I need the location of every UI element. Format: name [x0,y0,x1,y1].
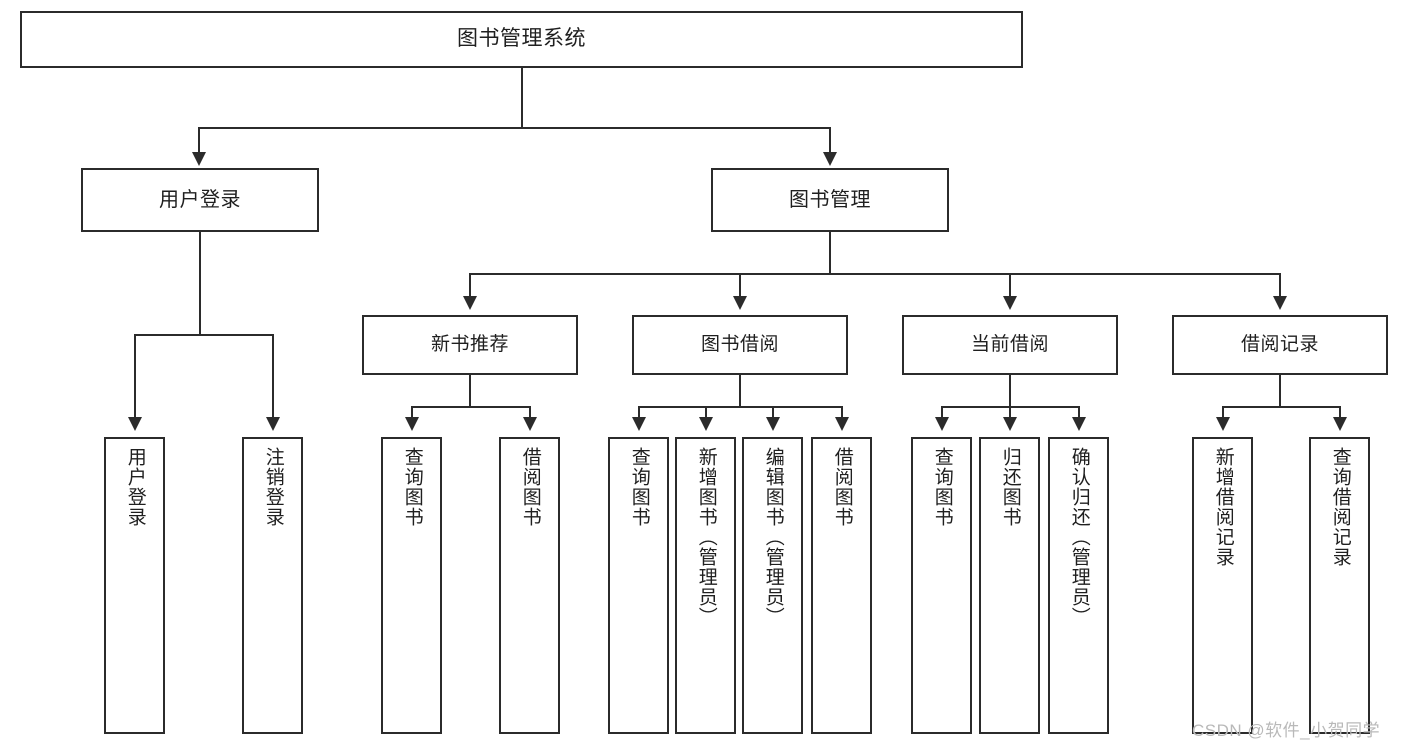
arrow-user-login-to-leaf-1-icon [128,417,142,431]
node-label: 新增图书（管理员） [695,447,717,627]
leaf-book-borrow-edit-book-admin[interactable]: 编辑图书（管理员） [742,437,803,734]
leaf-book-borrow-add-book-admin[interactable]: 新增图书（管理员） [675,437,736,734]
connector-user-login-to-leaf-1 [134,334,136,419]
arrow-bm-to-level3-3-icon [1003,296,1017,310]
arrow-bm-to-level3-1-icon [463,296,477,310]
leaf-current-borrow-return-book[interactable]: 归还图书 [979,437,1040,734]
leaf-book-borrow-query-book[interactable]: 查询图书 [608,437,669,734]
node-label: 归还图书 [999,447,1021,527]
arrow-new-book-to-leaf-1-icon [405,417,419,431]
arrow-current-borrow-to-leaf-3-icon [1072,417,1086,431]
leaf-borrow-record-add-record[interactable]: 新增借阅记录 [1192,437,1253,734]
connector-bm-to-level3-2 [739,273,741,298]
node-current-borrow[interactable]: 当前借阅 [902,315,1118,375]
connector-book-management-bus [469,273,1281,275]
arrow-current-borrow-to-leaf-1-icon [935,417,949,431]
connector-bm-to-level3-4 [1279,273,1281,298]
connector-current-borrow-to-leaf-2 [1009,406,1011,419]
connector-root-stem [521,68,523,128]
node-label: 借阅图书 [519,447,541,527]
node-label: 新增借阅记录 [1212,447,1234,567]
arrow-book-borrow-to-leaf-4-icon [835,417,849,431]
node-user-login[interactable]: 用户登录 [81,168,319,232]
connector-root-bus [198,127,831,129]
leaf-current-borrow-query-book[interactable]: 查询图书 [911,437,972,734]
node-label: 注销登录 [262,447,284,527]
connector-user-login-stem [199,232,201,335]
arrow-borrow-record-to-leaf-1-icon [1216,417,1230,431]
connector-book-management-stem [829,232,831,274]
node-book-borrow[interactable]: 图书借阅 [632,315,848,375]
connector-bm-to-level3-3 [1009,273,1011,298]
node-book-management[interactable]: 图书管理 [711,168,949,232]
arrow-current-borrow-to-leaf-2-icon [1003,417,1017,431]
arrow-root-to-level2-1-icon [192,152,206,166]
connector-new-book-stem [469,375,471,407]
node-borrow-record[interactable]: 借阅记录 [1172,315,1388,375]
node-label: 查询图书 [628,447,650,527]
node-label: 图书管理系统 [457,27,586,51]
node-label: 查询图书 [931,447,953,527]
node-label: 用户登录 [124,447,146,527]
connector-borrow-record-bus [1222,406,1339,408]
arrow-root-to-level2-2-icon [823,152,837,166]
arrow-book-borrow-to-leaf-1-icon [632,417,646,431]
node-label: 查询借阅记录 [1329,447,1351,567]
connector-user-login-bus [134,334,273,336]
connector-borrow-record-to-leaf-1 [1222,406,1224,419]
leaf-user-login-login[interactable]: 用户登录 [104,437,165,734]
connector-root-to-level2-2 [829,127,831,155]
arrow-book-borrow-to-leaf-3-icon [766,417,780,431]
arrow-bm-to-level3-2-icon [733,296,747,310]
connector-borrow-record-stem [1279,375,1281,407]
node-root-book-management-system[interactable]: 图书管理系统 [20,11,1023,68]
node-label: 借阅图书 [831,447,853,527]
node-label: 新书推荐 [430,334,509,356]
connector-book-borrow-to-leaf-4 [841,406,843,419]
arrow-user-login-to-leaf-2-icon [266,417,280,431]
connector-book-borrow-to-leaf-3 [772,406,774,419]
arrow-book-borrow-to-leaf-2-icon [699,417,713,431]
node-new-book-recommend[interactable]: 新书推荐 [362,315,578,375]
leaf-borrow-record-query-record[interactable]: 查询借阅记录 [1309,437,1370,734]
connector-new-book-bus [411,406,529,408]
watermark-text: CSDN @软件_小贺同学 [1192,721,1381,740]
connector-borrow-record-to-leaf-2 [1339,406,1341,419]
node-label: 编辑图书（管理员） [762,447,784,627]
node-label: 当前借阅 [970,334,1049,356]
connector-book-borrow-bus [638,406,841,408]
connector-new-book-to-leaf-2 [529,406,531,419]
connector-root-to-level2-1 [198,127,200,155]
connector-new-book-to-leaf-1 [411,406,413,419]
connector-current-borrow-to-leaf-1 [941,406,943,419]
connector-book-borrow-to-leaf-1 [638,406,640,419]
leaf-book-borrow-borrow-book[interactable]: 借阅图书 [811,437,872,734]
leaf-user-login-logout[interactable]: 注销登录 [242,437,303,734]
connector-bm-to-level3-1 [469,273,471,298]
arrow-borrow-record-to-leaf-2-icon [1333,417,1347,431]
connector-book-borrow-stem [739,375,741,407]
connector-current-borrow-to-leaf-3 [1078,406,1080,419]
connector-book-borrow-to-leaf-2 [705,406,707,419]
connector-current-borrow-stem [1009,375,1011,407]
leaf-new-book-query-book[interactable]: 查询图书 [381,437,442,734]
arrow-new-book-to-leaf-2-icon [523,417,537,431]
leaf-current-borrow-confirm-return-admin[interactable]: 确认归还（管理员） [1048,437,1109,734]
node-label: 确认归还（管理员） [1068,447,1090,627]
leaf-new-book-borrow-book[interactable]: 借阅图书 [499,437,560,734]
node-label: 查询图书 [401,447,423,527]
node-label: 借阅记录 [1240,334,1319,356]
node-label: 图书借阅 [700,334,779,356]
arrow-bm-to-level3-4-icon [1273,296,1287,310]
node-label: 用户登录 [159,188,241,211]
node-label: 图书管理 [789,188,871,211]
connector-user-login-to-leaf-2 [272,334,274,419]
